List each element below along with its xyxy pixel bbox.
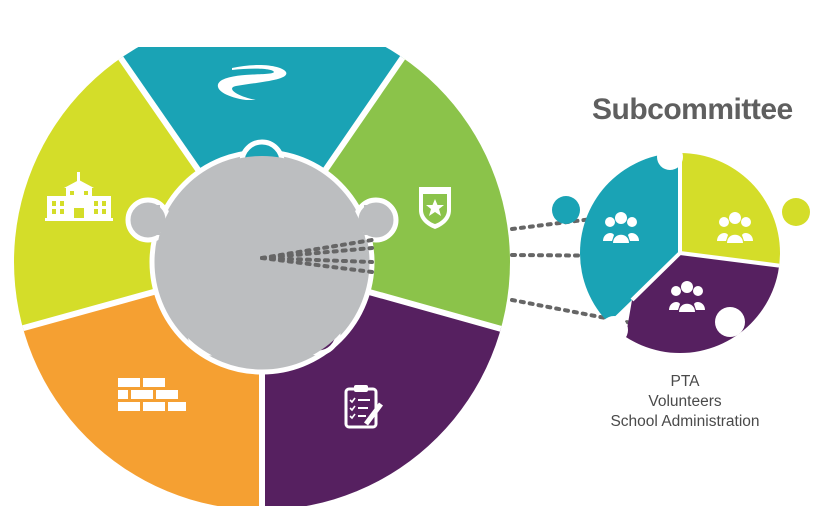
subcommittee-puzzle bbox=[552, 144, 810, 353]
members-list: PTA Volunteers School Administration bbox=[590, 372, 780, 432]
member-school-administration: School Administration bbox=[610, 413, 760, 430]
member-volunteers: Volunteers bbox=[648, 393, 722, 410]
group-icon bbox=[669, 281, 705, 312]
bricks-icon bbox=[118, 378, 186, 411]
school-building-icon bbox=[45, 172, 113, 221]
road-icon bbox=[217, 65, 287, 100]
shield-star-icon bbox=[419, 187, 451, 229]
member-pta: PTA bbox=[670, 373, 700, 390]
sub-segment-teal bbox=[580, 153, 680, 353]
subcommittee-title: Subcommittee bbox=[592, 93, 793, 126]
group-icon bbox=[603, 212, 639, 243]
sub-segment-lime bbox=[680, 153, 780, 267]
clipboard-checklist-icon bbox=[344, 385, 383, 429]
group-icon bbox=[717, 212, 753, 243]
